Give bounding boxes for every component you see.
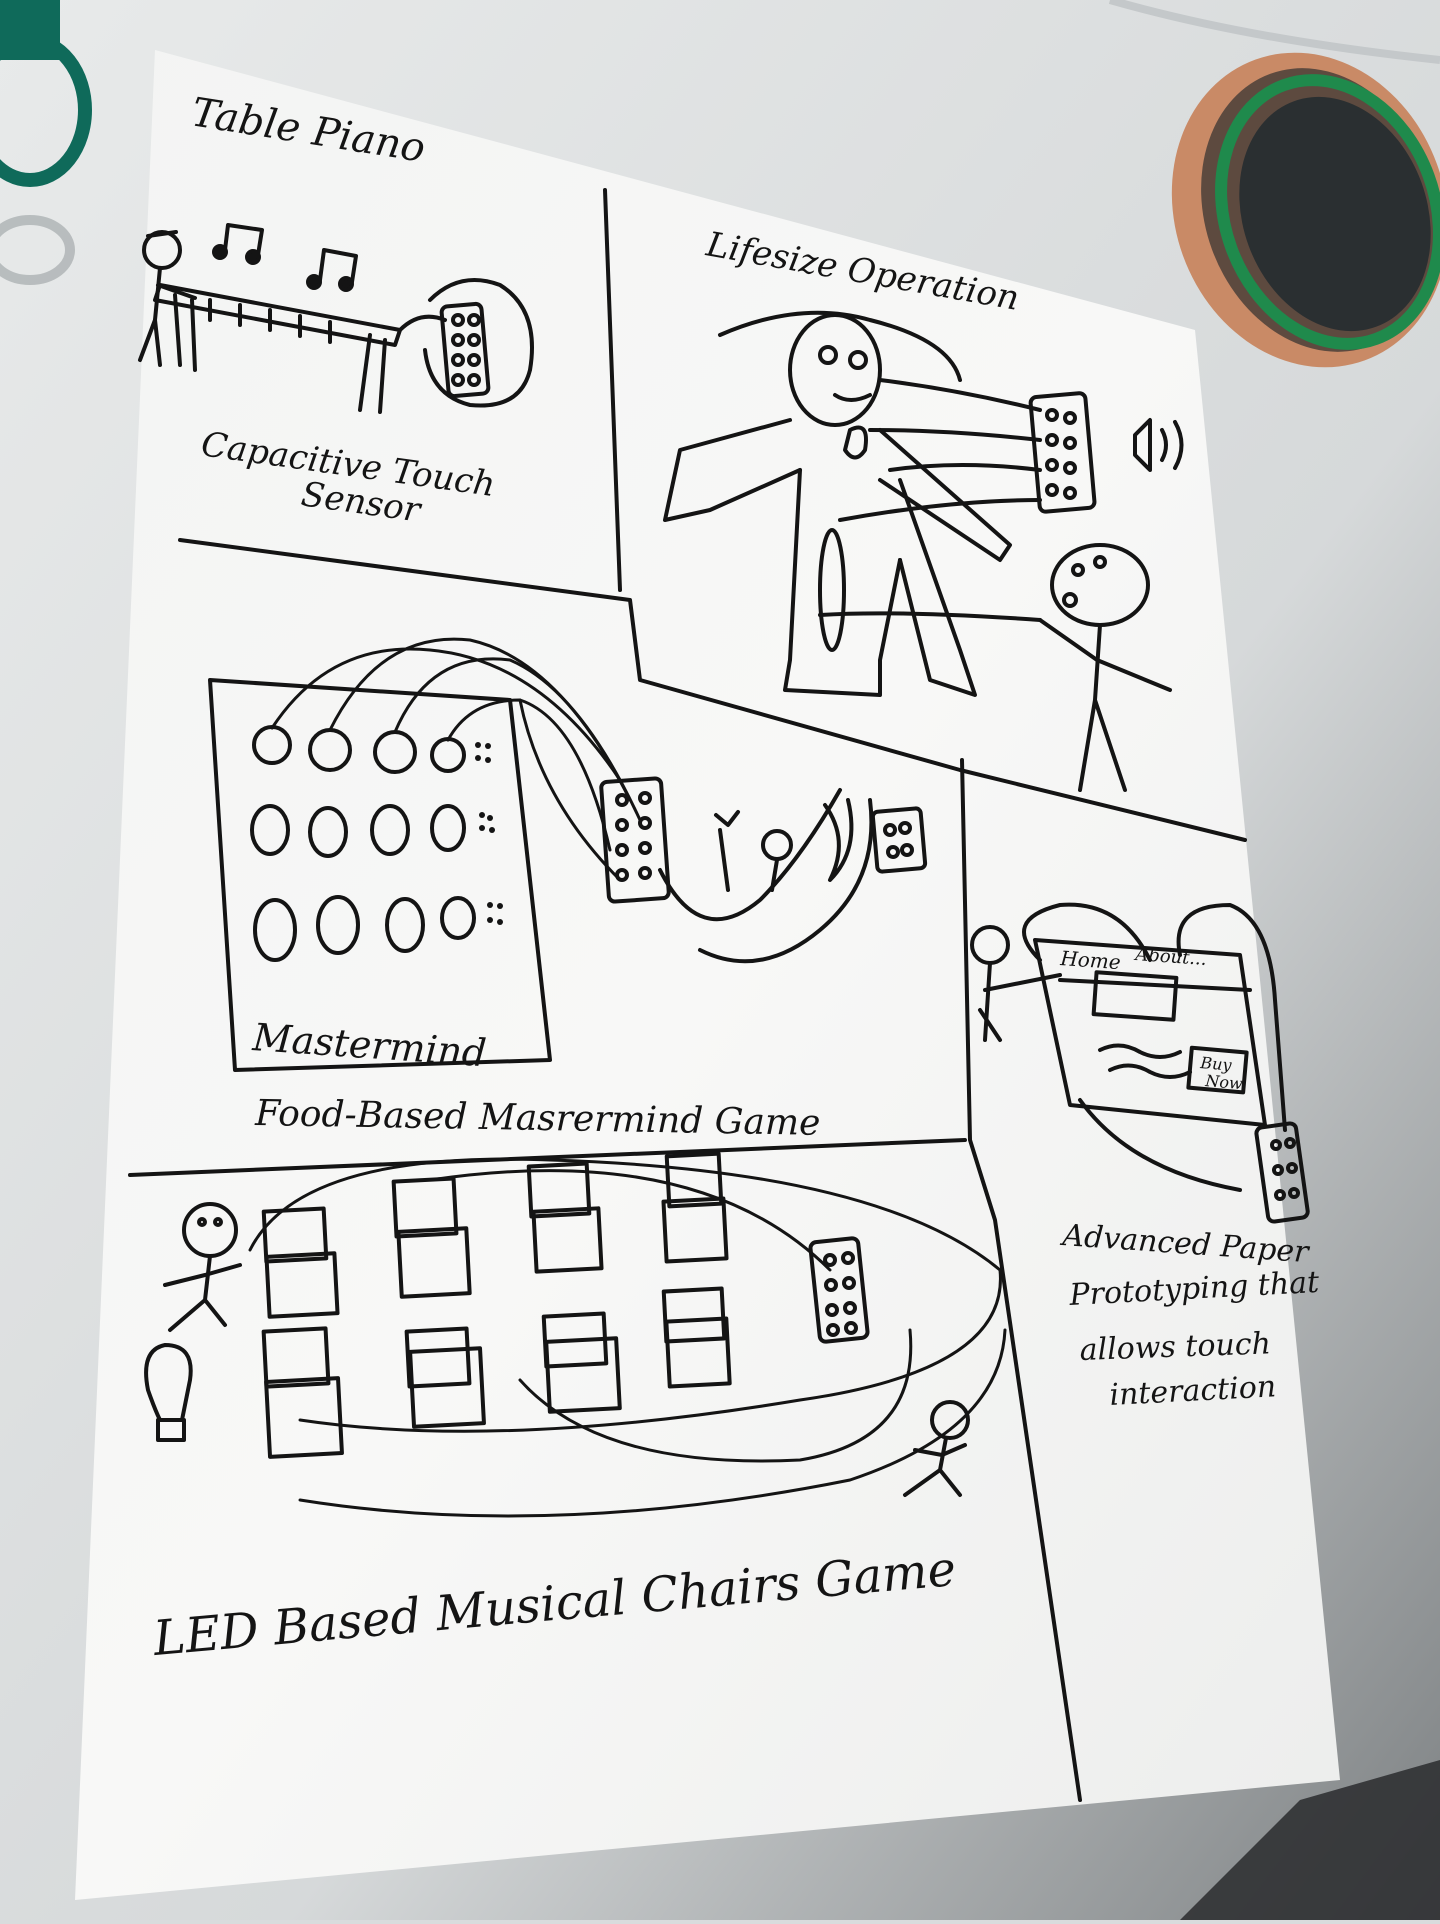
screen-nav-home: Home	[1059, 946, 1122, 974]
prototype-screen	[1022, 902, 1287, 1192]
operation-player-figure	[818, 543, 1172, 792]
desk-shadow	[1180, 1760, 1440, 1920]
prototype-user-figure	[970, 925, 1062, 1042]
teal-clip-icon	[0, 0, 92, 285]
prototype-sensor-board	[1254, 1121, 1310, 1224]
mastermind-sensor-board	[599, 776, 671, 904]
piano-player-figure	[138, 230, 197, 367]
operation-sensor-board	[838, 378, 1097, 522]
mastermind-wires	[270, 637, 642, 882]
prototyping-caption-4: interaction	[1109, 1369, 1277, 1413]
mastermind-caption: Food-Based Masrermind Game	[254, 1093, 821, 1144]
screen-buy-button-line2: Now	[1204, 1071, 1244, 1093]
piano-table-drawing	[153, 283, 402, 414]
mastermind-feedback-dots	[475, 742, 503, 925]
screen-buy-button-line1: Buy	[1199, 1053, 1234, 1075]
capacitive-sensor-board	[398, 278, 534, 408]
chairs-wiring	[248, 1157, 1007, 1518]
panel-dividers	[128, 188, 1247, 1802]
mastermind-panel: Mastermind Food-Based Masrermind Game	[208, 637, 928, 1144]
chair-grid	[261, 1151, 732, 1459]
paper-sheet	[75, 50, 1340, 1900]
copper-tape-roll-icon	[1108, 0, 1440, 368]
mastermind-board	[208, 678, 552, 1072]
chairs-player-figure	[163, 1202, 242, 1332]
music-notes-icon	[212, 223, 358, 292]
screen-nav-about: About...	[1133, 944, 1208, 970]
speaker-icon	[1133, 418, 1184, 472]
chairs-sensor-board	[808, 1236, 870, 1344]
food-items-drawing	[658, 788, 928, 964]
operation-giant-body	[663, 310, 1012, 697]
prototyping-caption-3: allows touch	[1079, 1326, 1271, 1368]
chairs-observer-figure	[903, 1400, 970, 1497]
light-bulb-icon	[144, 1343, 193, 1442]
